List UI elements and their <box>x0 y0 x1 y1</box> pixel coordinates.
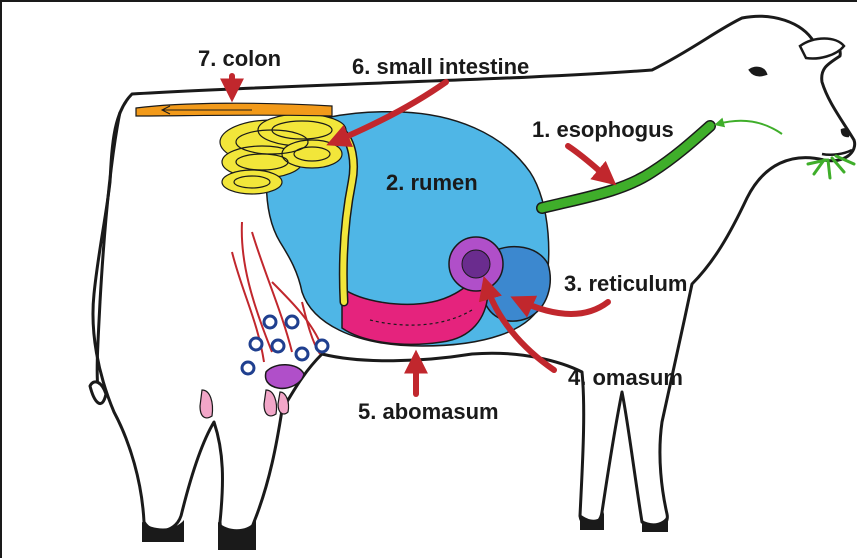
label-esophagus: 1. esophogus <box>532 119 674 141</box>
label-small-intestine: 6. small intestine <box>352 56 529 78</box>
cow-nostril <box>842 129 849 136</box>
label-rumen: 2. rumen <box>386 172 478 194</box>
label-colon: 7. colon <box>198 48 281 70</box>
label-reticulum: 3. reticulum <box>564 273 687 295</box>
cow-eye <box>750 68 766 75</box>
label-omasum: 4. omasum <box>568 367 683 389</box>
omasum-inner <box>462 250 490 278</box>
label-abomasum: 5. abomasum <box>358 401 499 423</box>
